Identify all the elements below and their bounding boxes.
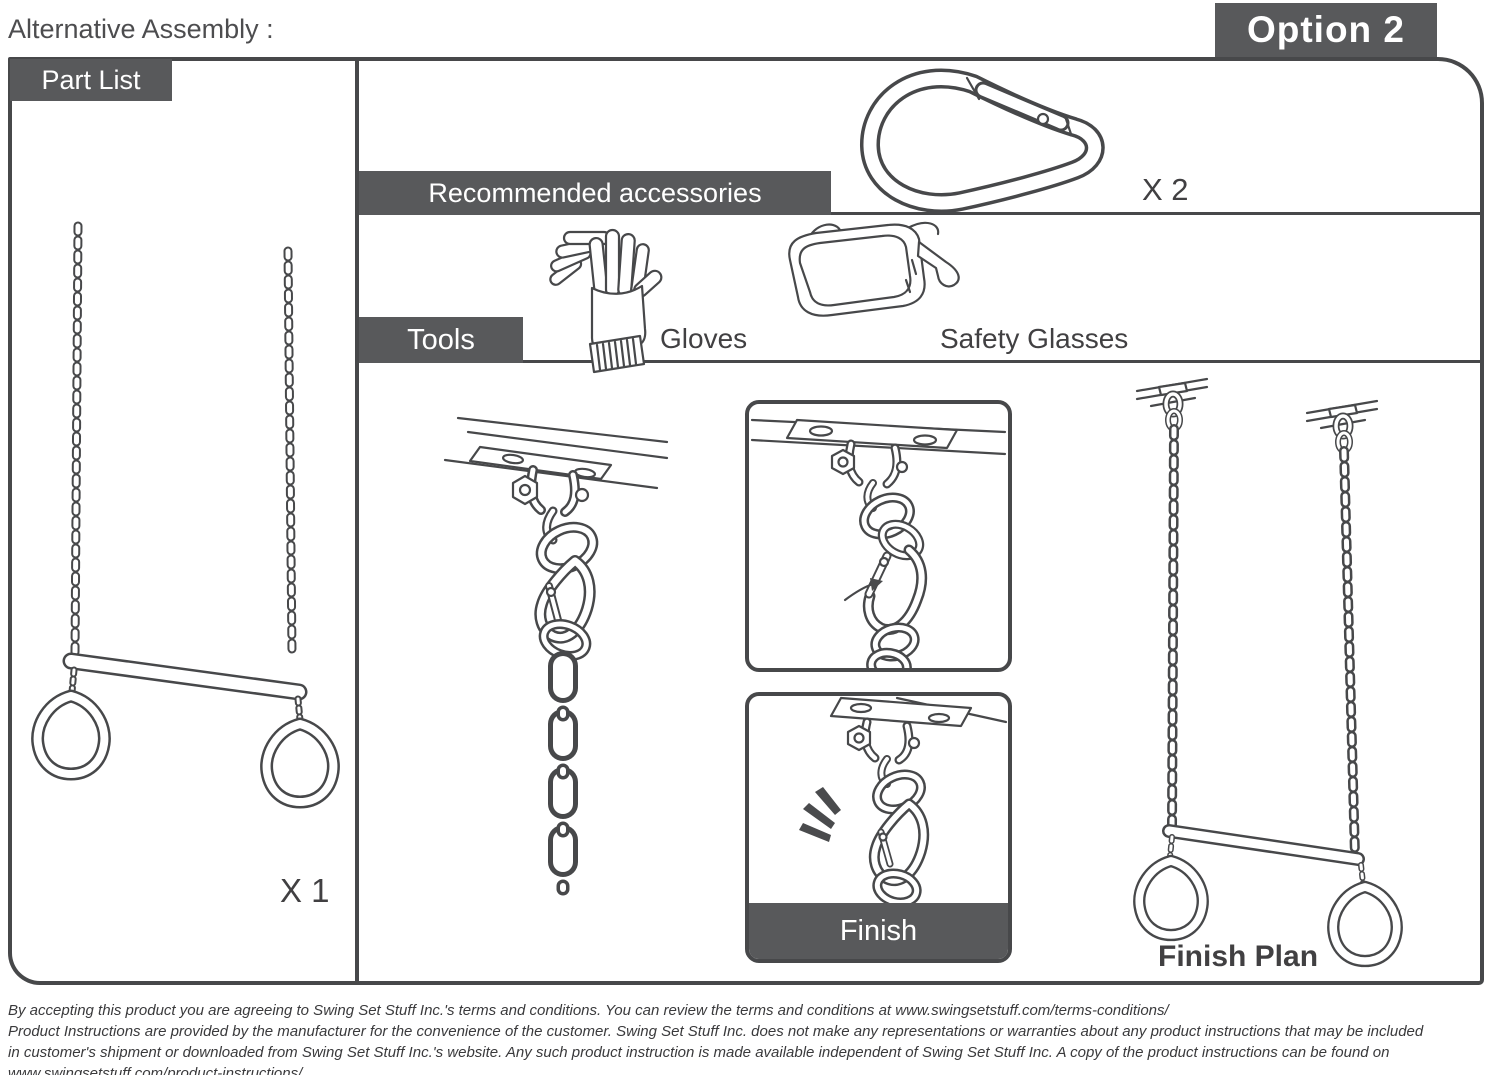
part-list-header: Part List — [10, 59, 172, 101]
option-badge: Option 2 — [1215, 3, 1437, 57]
carabiner-click-step-icon — [799, 696, 1008, 908]
safety-glasses-icon — [788, 221, 960, 317]
legal-footer: By accepting this product you are agreei… — [8, 1000, 1496, 1075]
legal-line: in customer's shipment or downloaded fro… — [8, 1044, 1390, 1061]
legal-line: By accepting this product you are agreei… — [8, 1002, 1169, 1019]
trapeze-swing-icon — [35, 221, 335, 812]
row-divider-tools — [359, 360, 1484, 363]
carabiner-icon — [859, 68, 1105, 213]
legal-line: www.swingsetstuff.com/product-instructio… — [8, 1065, 307, 1075]
safety-glasses-label: Safety Glasses — [940, 323, 1129, 354]
step-box-attach — [745, 400, 1012, 672]
finish-plan-icon — [1125, 375, 1425, 975]
finish-step-banner: Finish — [749, 903, 1008, 959]
step-box-finish: Finish — [745, 692, 1012, 963]
tools-header: Tools — [359, 317, 523, 363]
page-title: Alternative Assembly : — [8, 14, 274, 44]
sheet-border — [8, 57, 1484, 985]
accessories-header: Recommended accessories — [359, 171, 831, 215]
carabiner-attach-step-icon — [750, 418, 1007, 668]
carabiner-quantity: X 2 — [1142, 172, 1189, 207]
panel-divider — [355, 57, 359, 985]
gloves-icon — [549, 228, 663, 374]
swing-hanger-step-icon — [443, 416, 669, 905]
legal-line: Product Instructions are provided by the… — [8, 1023, 1424, 1040]
trapeze-quantity: X 1 — [280, 872, 330, 909]
row-divider-accessories — [359, 212, 1484, 215]
gloves-label: Gloves — [660, 323, 748, 354]
finish-plan-label: Finish Plan — [1158, 940, 1319, 973]
